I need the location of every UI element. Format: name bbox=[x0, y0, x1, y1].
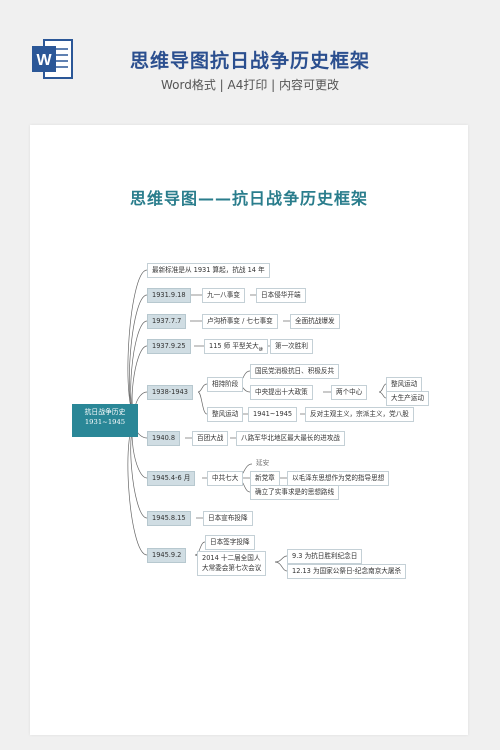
node-seventh-congress: 中共七大 bbox=[207, 471, 244, 486]
npc-meeting-line1: 2014 十二届全国人 bbox=[202, 554, 261, 562]
node-date-1940: 1940.8 bbox=[147, 431, 181, 446]
mindmap-card: 思维导图——抗日战争历史框架 bbox=[30, 125, 468, 735]
page-title: 思维导图抗日战争历史框架 bbox=[129, 50, 370, 72]
node-npc-meeting: 2014 十二届全国人 大常委会第七次会议 bbox=[197, 551, 267, 576]
node-yanan: 延安 bbox=[256, 459, 270, 467]
node-hundred-regiments: 百团大战 bbox=[192, 431, 229, 446]
node-seek-truth: 确立了实事求是的思想路线 bbox=[250, 485, 340, 500]
node-rectification: 整风运动 bbox=[207, 407, 244, 422]
node-date-1931: 1931.9.18 bbox=[147, 288, 191, 303]
npc-meeting-line2: 大常委会第七次会议 bbox=[202, 564, 262, 572]
node-date-1937-9: 1937.9.25 bbox=[147, 339, 191, 354]
node-invasion-start: 日本侵华开端 bbox=[256, 288, 306, 303]
node-standard-note: 最新标准是从 1931 算起，抗战 14 年 bbox=[147, 263, 270, 278]
node-japan-signs: 日本签字投降 bbox=[205, 535, 255, 550]
root-title: 抗日战争历史 bbox=[84, 408, 126, 416]
mindmap-title: 思维导图——抗日战争历史框架 bbox=[129, 189, 368, 208]
word-document-icon: W bbox=[30, 38, 74, 80]
node-date-1945-4: 1945.4-6 月 bbox=[147, 471, 196, 486]
node-japan-announces: 日本宣布投降 bbox=[203, 511, 253, 526]
node-date-1938: 1938-1943 bbox=[147, 385, 193, 400]
node-stalemate: 相持阶段 bbox=[207, 377, 244, 392]
node-rectification-center: 整风运动 bbox=[386, 377, 423, 392]
node-ten-policies: 中央提出十大政策 bbox=[250, 385, 313, 400]
page-subtitle: Word格式 | A4打印 | 内容可更改 bbox=[160, 78, 340, 92]
pingxingguan-suffix: 捷 bbox=[258, 346, 263, 352]
node-mao-thought: 以毛泽东思想作为党的指导思想 bbox=[287, 471, 390, 486]
node-pingxingguan: 115 师 平型关大捷 bbox=[204, 339, 268, 354]
mindmap-root-node: 抗日战争历史 1931~1945 bbox=[72, 404, 138, 437]
node-kmt-policy: 国民党消极抗日、积极反共 bbox=[250, 364, 340, 379]
node-new-constitution: 新党章 bbox=[250, 471, 280, 486]
node-two-centers: 两个中心 bbox=[331, 385, 368, 400]
node-full-war: 全面抗战爆发 bbox=[290, 314, 340, 329]
node-eighth-route: 八路军华北地区最大最长的进攻战 bbox=[236, 431, 345, 446]
node-victory-day: 9.3 为抗日胜利纪念日 bbox=[287, 549, 363, 564]
node-oppose-isms: 反对主观主义，宗派主义，党八股 bbox=[305, 407, 414, 422]
node-lugou-bridge: 卢沟桥事变 / 七七事变 bbox=[202, 314, 278, 329]
node-memorial-day: 12.13 为国家公祭日-纪念南京大屠杀 bbox=[287, 564, 407, 579]
svg-text:W: W bbox=[36, 52, 52, 69]
page-header: W 思维导图抗日战争历史框架 Word格式 | A4打印 | 内容可更改 bbox=[0, 0, 500, 105]
node-918-incident: 九一八事变 bbox=[202, 288, 245, 303]
node-first-victory: 第一次胜利 bbox=[270, 339, 313, 354]
node-date-1937-7: 1937.7.7 bbox=[147, 314, 187, 329]
root-years: 1931~1945 bbox=[84, 418, 126, 426]
node-date-1945-8: 1945.8.15 bbox=[147, 511, 191, 526]
pingxingguan-label: 115 师 平型关大 bbox=[209, 342, 259, 350]
node-rectification-years: 1941~1945 bbox=[248, 407, 298, 422]
node-date-1945-9: 1945.9.2 bbox=[147, 548, 187, 563]
node-production-movement: 大生产运动 bbox=[386, 391, 429, 406]
